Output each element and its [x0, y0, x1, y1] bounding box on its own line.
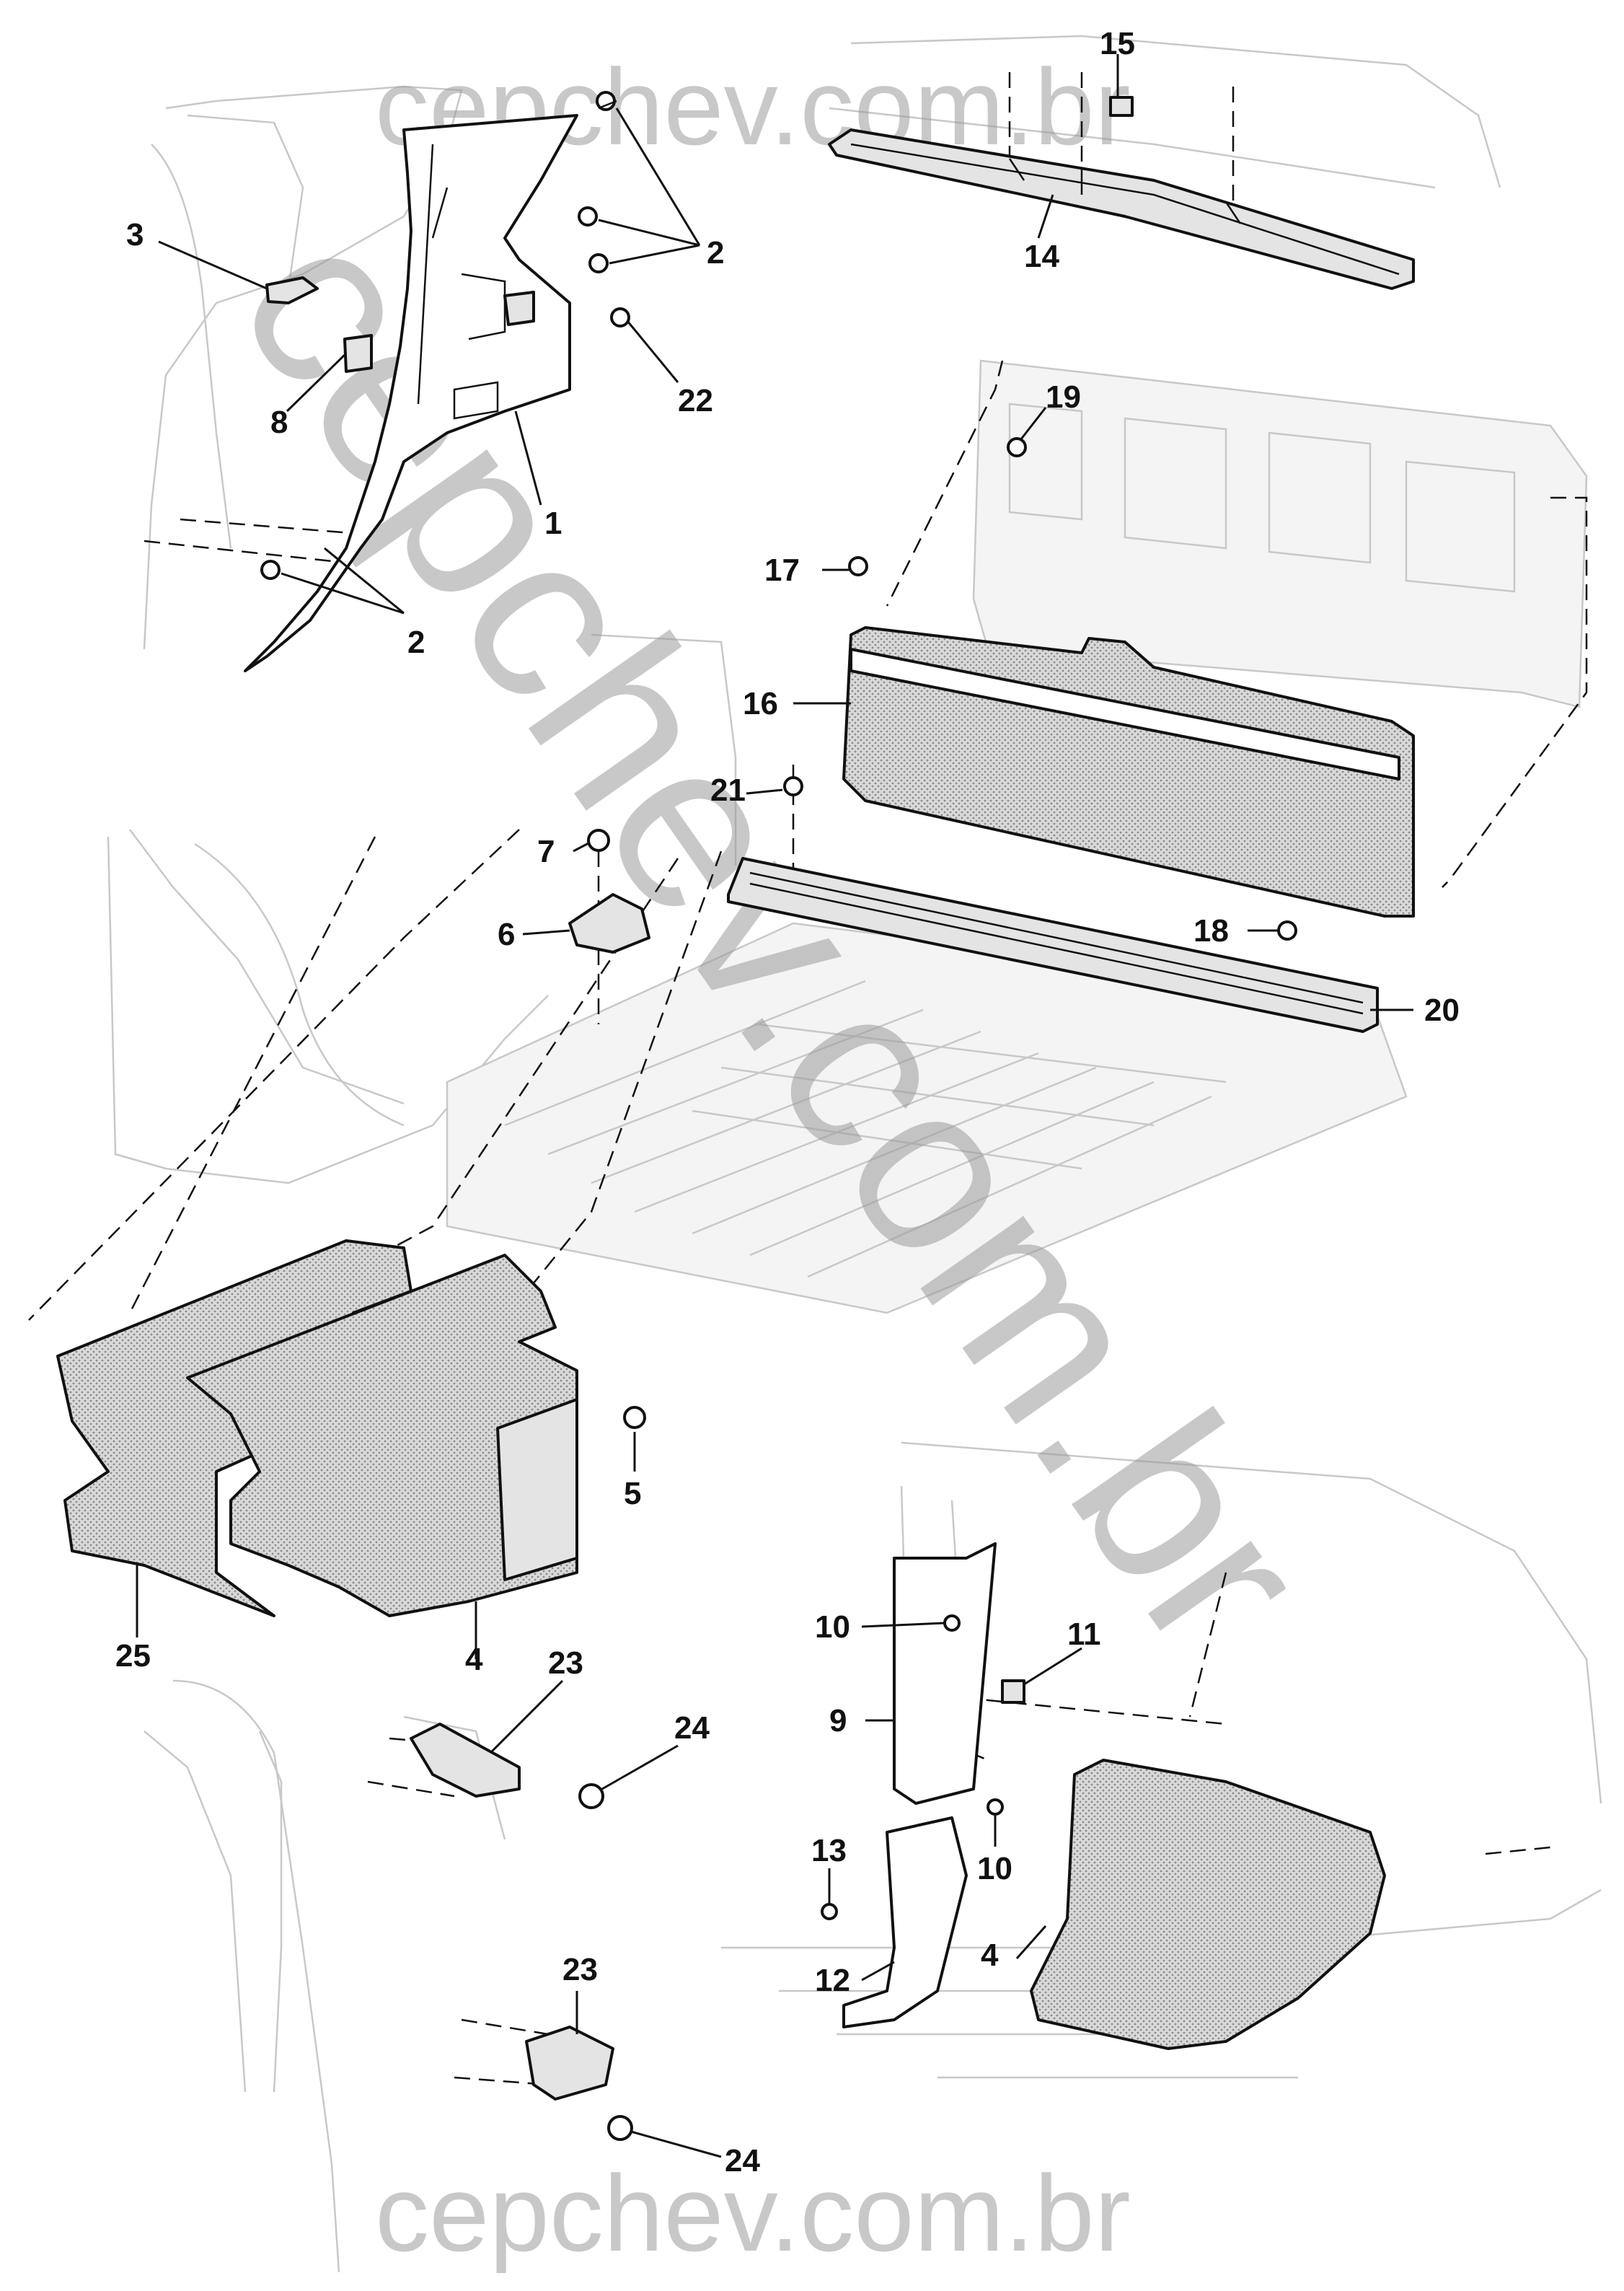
part-4-side-panel-right: [1030, 1759, 1386, 2050]
callout-14: 14: [1024, 239, 1059, 274]
callout-5: 5: [624, 1476, 641, 1511]
callout-21: 21: [710, 773, 746, 808]
part-11-clip: [1001, 1679, 1025, 1704]
part-23-bracket-upper: [410, 1723, 521, 1798]
leader-lines: [136, 54, 1413, 2158]
callout-24: 24: [674, 1710, 710, 1746]
part-15-cap: [1109, 96, 1134, 117]
part-24-bolt-lower: [607, 2115, 633, 2141]
callout-9: 9: [829, 1703, 847, 1738]
part-16-tailgate-panel: [842, 626, 1415, 918]
callout-15: 15: [1100, 26, 1135, 61]
part-17-screw: [848, 556, 868, 576]
part-12-lower-trim: [842, 1816, 968, 2028]
part-20-sill-plate: [727, 857, 1379, 1033]
part-14-rail: [828, 128, 1415, 290]
callout-10: 10: [815, 1609, 850, 1645]
part-5-bolt: [623, 1406, 646, 1429]
part-7-bolt: [587, 829, 610, 852]
part-9-pillar-trim: [893, 1542, 997, 1805]
part-10-screws: [943, 1614, 1004, 1816]
part-8-clip: [343, 334, 373, 373]
part-2-screws: [260, 91, 630, 580]
callout-19: 19: [1046, 379, 1081, 415]
callout-23: 23: [562, 1952, 598, 1987]
part-13-screw: [821, 1903, 838, 1920]
callout-13: 13: [811, 1833, 847, 1868]
callout-labels: 1 2 2 3 8 22 15 14 19 17 16 21 7 6 18 20…: [115, 26, 1460, 2178]
watermark-bottom: cepchev.com.br: [375, 2153, 1131, 2274]
part-21-screw: [783, 776, 803, 796]
callout-7: 7: [537, 834, 555, 869]
callout-17: 17: [764, 553, 800, 588]
callout-25: 25: [115, 1638, 151, 1674]
part-3-clip: [265, 276, 319, 304]
callout-22: 22: [678, 383, 713, 418]
callout-8: 8: [270, 405, 288, 440]
callout-6: 6: [498, 917, 515, 952]
callout-2: 2: [707, 235, 724, 271]
callout-24: 24: [725, 2143, 760, 2178]
callout-12: 12: [815, 1963, 850, 1998]
callout-1: 1: [544, 506, 562, 541]
callout-2: 2: [407, 625, 425, 660]
callout-16: 16: [743, 686, 778, 721]
callout-20: 20: [1424, 993, 1460, 1028]
part-4-side-panel-left: [186, 1254, 578, 1617]
callout-4: 4: [465, 1642, 483, 1677]
callout-18: 18: [1193, 913, 1229, 949]
part-19-clip: [1007, 437, 1027, 457]
callout-11: 11: [1067, 1617, 1101, 1652]
callout-23: 23: [548, 1645, 583, 1681]
part-23-bracket-lower: [525, 2026, 614, 2101]
callout-10: 10: [977, 1851, 1012, 1886]
part-1-pillar-trim: [244, 114, 578, 672]
part-24-bolt-upper: [578, 1783, 604, 1809]
callout-3: 3: [126, 217, 144, 252]
part-6-bracket: [568, 893, 650, 954]
background-vehicle-outlines: [107, 35, 1602, 2273]
callout-4: 4: [981, 1938, 999, 1973]
part-18-screw: [1277, 920, 1297, 941]
